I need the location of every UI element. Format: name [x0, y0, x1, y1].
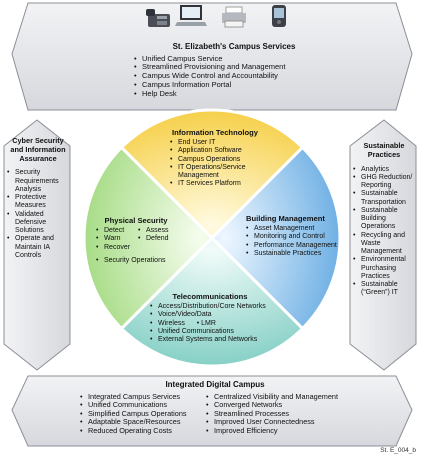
list-item: Recover — [96, 244, 130, 253]
physical-security-list-bottom: Security Operations — [96, 257, 176, 266]
bottom-panel: Integrated Digital Campus Integrated Cam… — [80, 380, 350, 449]
list-item: Campus Information Portal — [134, 80, 334, 90]
list-item: Simplified Campus Operations — [80, 409, 205, 419]
list-item: Adaptable Space/Resources — [80, 418, 205, 427]
bottom-panel-title: Integrated Digital Campus — [165, 380, 265, 389]
right-panel-list: Analytics GHG Reduction/ Reporting Susta… — [353, 166, 415, 298]
list-item: Voice/Video/Data — [150, 311, 280, 320]
list-item: Performance Management — [246, 242, 342, 251]
physical-security-list-left: Detect Warn Recover — [96, 227, 130, 252]
list-item: Monitoring and Control — [246, 233, 342, 242]
top-panel-title: St. Elizabeth's Campus Services — [172, 42, 296, 51]
list-item: Security Operations — [96, 257, 176, 266]
list-item: Improved User Connectedness — [206, 418, 351, 427]
wireless-label: Wireless — [158, 319, 185, 327]
list-item: Streamlined Processes — [206, 409, 351, 419]
list-item: Campus Wide Control and Accountability — [134, 71, 334, 81]
list-item: Protective Measures — [7, 194, 69, 211]
list-item: Reduced Operating Costs — [80, 426, 205, 436]
left-panel-list: Security Requirements Analysis Protectiv… — [7, 169, 69, 260]
list-item: Sustainable Transportation — [353, 190, 415, 207]
list-item: Streamlined Provisioning and Management — [134, 63, 334, 73]
printer-icon — [222, 6, 246, 28]
handheld-icon — [272, 5, 286, 27]
physical-security-title: Physical Security — [104, 216, 168, 225]
list-item: Warn — [96, 235, 130, 244]
list-item: Defend — [138, 235, 169, 244]
info-tech-list: End User IT Application Software Campus … — [170, 139, 270, 189]
list-item: Unified Communications — [80, 401, 205, 410]
list-item: Security Requirements Analysis — [7, 169, 69, 194]
list-item: Integrated Campus Services — [80, 392, 205, 402]
top-panel: St. Elizabeth's Campus Services Unified … — [134, 42, 334, 99]
list-item: Analytics — [353, 166, 415, 175]
right-panel-title: Sustainable Practices — [363, 141, 405, 159]
list-item: Unified Campus Service — [134, 54, 334, 64]
list-item: IT Services Platform — [170, 180, 270, 189]
list-item: End User IT — [170, 139, 270, 148]
left-panel-title: Cyber Security and Information Assurance — [10, 136, 66, 163]
list-item: Unified Communications — [150, 328, 280, 337]
info-tech-title: Information Technology — [172, 128, 258, 137]
telecommunications-block: Telecommunications Access/Distribution/C… — [150, 292, 280, 345]
list-item: Improved Efficiency — [206, 426, 351, 436]
list-item: Wireless • LMR — [150, 319, 280, 329]
list-item: Sustainable (“Green”) IT — [353, 281, 415, 298]
building-management-block: Building Management Asset Management Mon… — [246, 214, 342, 258]
telecommunications-list: Access/Distribution/Core Networks Voice/… — [150, 303, 280, 345]
list-item: Sustainable Practices — [246, 250, 342, 259]
figure-id-label: St. E_004_b — [380, 447, 416, 454]
list-item: GHG Reduction/ Reporting — [353, 174, 415, 191]
phone-icon — [146, 9, 170, 27]
physical-security-list-right: Assess Defend — [138, 227, 169, 244]
info-tech-block: Information Technology End User IT Appli… — [160, 128, 270, 189]
building-management-list: Asset Management Monitoring and Control … — [246, 225, 342, 258]
lmr-label: LMR — [201, 319, 216, 327]
list-item: Access/Distribution/Core Networks — [150, 303, 280, 312]
list-item: Environmental Purchasing Practices — [353, 256, 415, 281]
bottom-panel-list-left: Integrated Campus Services Unified Commu… — [80, 392, 205, 436]
physical-security-block: Physical Security Detect Warn Recover As… — [96, 216, 176, 266]
laptop-icon — [175, 5, 207, 26]
list-item: Converged Networks — [206, 401, 351, 410]
list-item: Campus Operations — [170, 156, 270, 165]
telecommunications-title: Telecommunications — [172, 292, 248, 301]
list-item: Operate and Maintain IA Controls — [7, 235, 69, 260]
top-panel-list: Unified Campus Service Streamlined Provi… — [134, 54, 334, 99]
list-item: Detect — [96, 227, 130, 236]
list-item: Help Desk — [134, 89, 334, 99]
list-item: Validated Defensive Solutions — [7, 211, 69, 236]
bottom-panel-list-right: Centralized Visibility and Management Co… — [206, 392, 351, 436]
list-item: External Systems and Networks — [150, 336, 280, 345]
list-item: Recycling and Waste Management — [353, 232, 415, 257]
list-item: Sustainable Building Operations — [353, 207, 415, 232]
list-item: IT Operations/Service Management — [170, 164, 266, 181]
bullet: • — [196, 319, 200, 327]
list-item: Asset Management — [246, 225, 342, 234]
building-management-title: Building Management — [246, 214, 325, 223]
list-item: Centralized Visibility and Management — [206, 392, 351, 402]
list-item: Assess — [138, 227, 169, 236]
right-panel: Sustainable Practices Analytics GHG Redu… — [353, 141, 415, 298]
left-panel: Cyber Security and Information Assurance… — [7, 136, 69, 260]
list-item: Application Software — [170, 147, 270, 156]
